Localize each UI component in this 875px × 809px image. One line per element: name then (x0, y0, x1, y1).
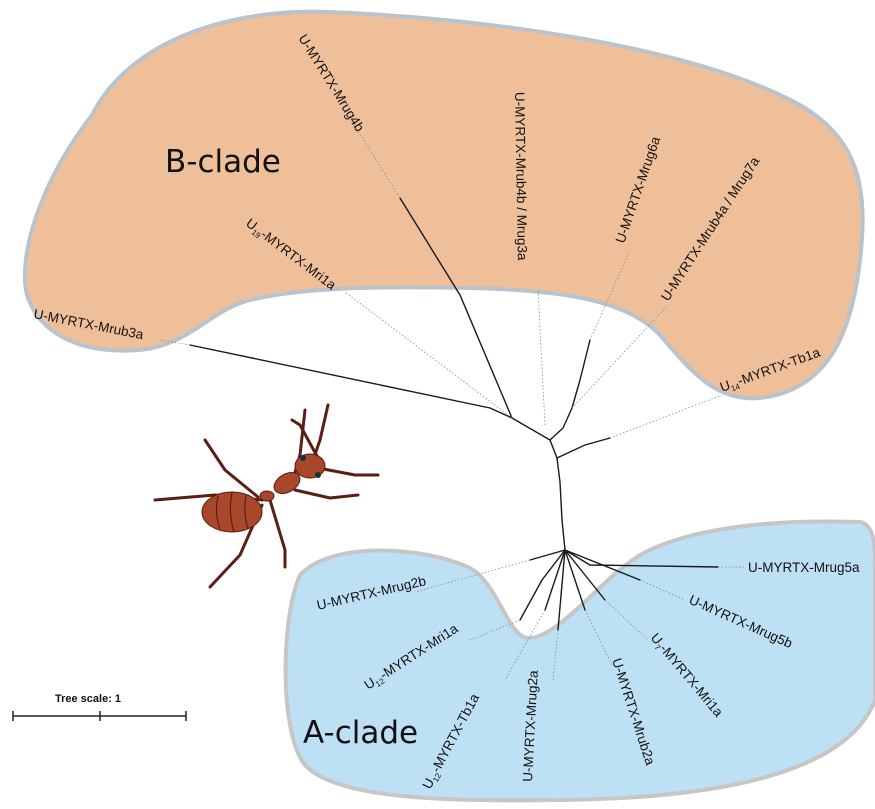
ext-b-mrub4b (538, 290, 545, 425)
branch-b-mrub3a (190, 345, 490, 408)
ext-b-tb1a (610, 395, 722, 438)
a-clade-label: A-clade (303, 715, 418, 751)
branch-a-mrub2a (565, 550, 585, 610)
branch-b-tb1a-stem (557, 438, 610, 458)
branch-b-mrug6a-stem (572, 340, 590, 408)
branch-b-internal-2 (550, 408, 572, 440)
b-clade-region (25, 12, 863, 399)
leaf-b-mrub4b: U-MYRTX-Mrub4b / Mrug3a (512, 92, 530, 261)
branch-backbone (550, 440, 565, 550)
branch-b-internal (490, 408, 550, 440)
ant-petiole (260, 491, 274, 501)
branch-a-mrug2b (530, 550, 565, 560)
tree-scale: Tree scale: 1 (13, 693, 186, 721)
branch-a-mri1a12 (520, 550, 565, 620)
tree-scale-label: Tree scale: 1 (55, 693, 121, 705)
ext-b-mri1a (345, 292, 512, 418)
leaf-a-mrug5a: U-MYRTX-Mrug5a (748, 560, 860, 575)
b-clade-label: B-clade (165, 144, 281, 180)
